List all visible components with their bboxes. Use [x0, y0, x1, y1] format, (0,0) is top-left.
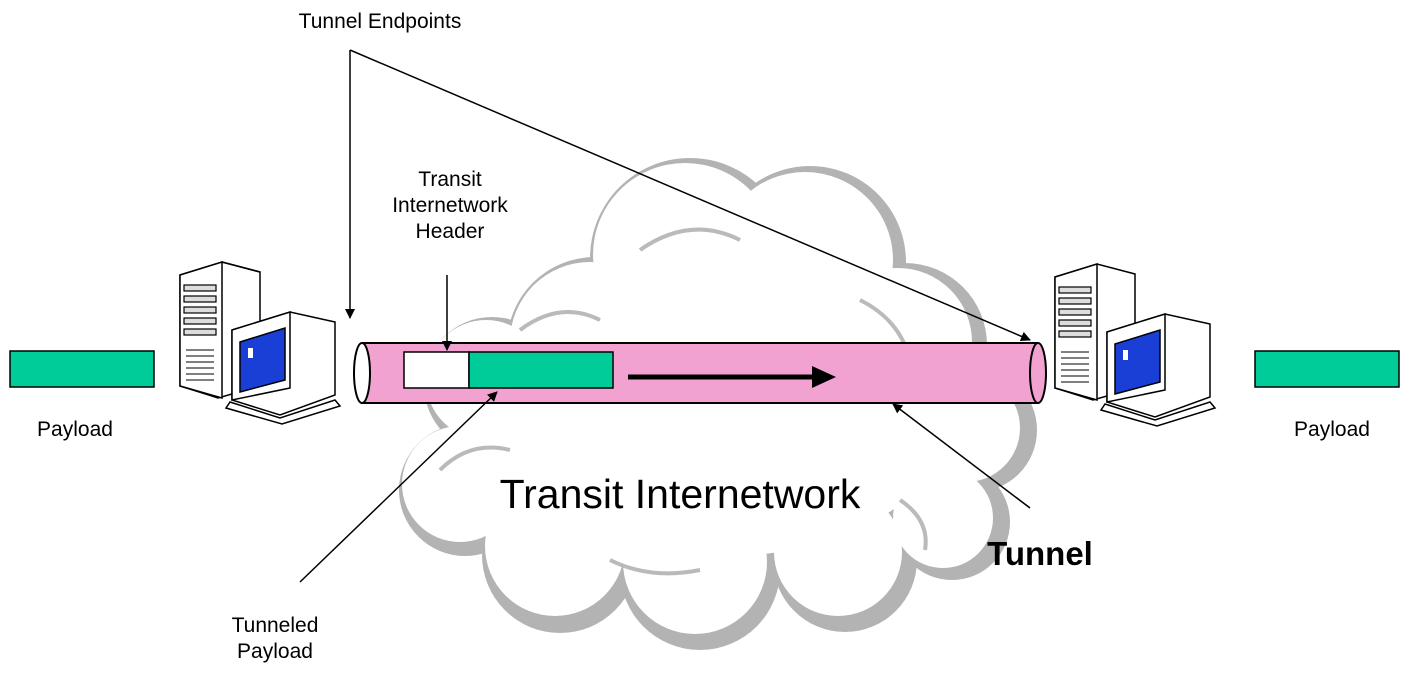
callout-lines [299, 49, 1031, 583]
computer-icon-right [1054, 262, 1217, 427]
tunneled-payload-label-line2: Payload [237, 640, 313, 663]
transit-header-block [403, 351, 470, 389]
payload-block-left [9, 350, 155, 388]
endpoint-arrow-right [349, 49, 1031, 342]
transit-header-label-line3: Header [415, 220, 485, 243]
payload-block-right [1254, 350, 1400, 388]
tunneled-payload-label: Tunneled Payload [210, 613, 340, 665]
computer-icon-left [179, 260, 342, 425]
tunnel-label: Tunnel [987, 535, 1093, 572]
transit-header-label-line1: Transit [418, 168, 482, 191]
payload-label-right: Payload [1294, 418, 1370, 441]
tunnel-endpoints-label: Tunnel Endpoints [298, 10, 462, 33]
transit-internetwork-label: Transit Internetwork [499, 471, 861, 517]
tunneled-payload-block [468, 351, 614, 389]
direction-arrowhead [812, 366, 836, 388]
tunneled-payload-label-line1: Tunneled [231, 614, 319, 637]
tunnel-arrow [892, 403, 1031, 509]
payload-label-left: Payload [37, 418, 113, 441]
tunneled-payload-arrow [299, 391, 498, 583]
transit-header-label-line2: Internetwork [392, 194, 508, 217]
transit-header-label: Transit Internetwork Header [380, 167, 520, 245]
